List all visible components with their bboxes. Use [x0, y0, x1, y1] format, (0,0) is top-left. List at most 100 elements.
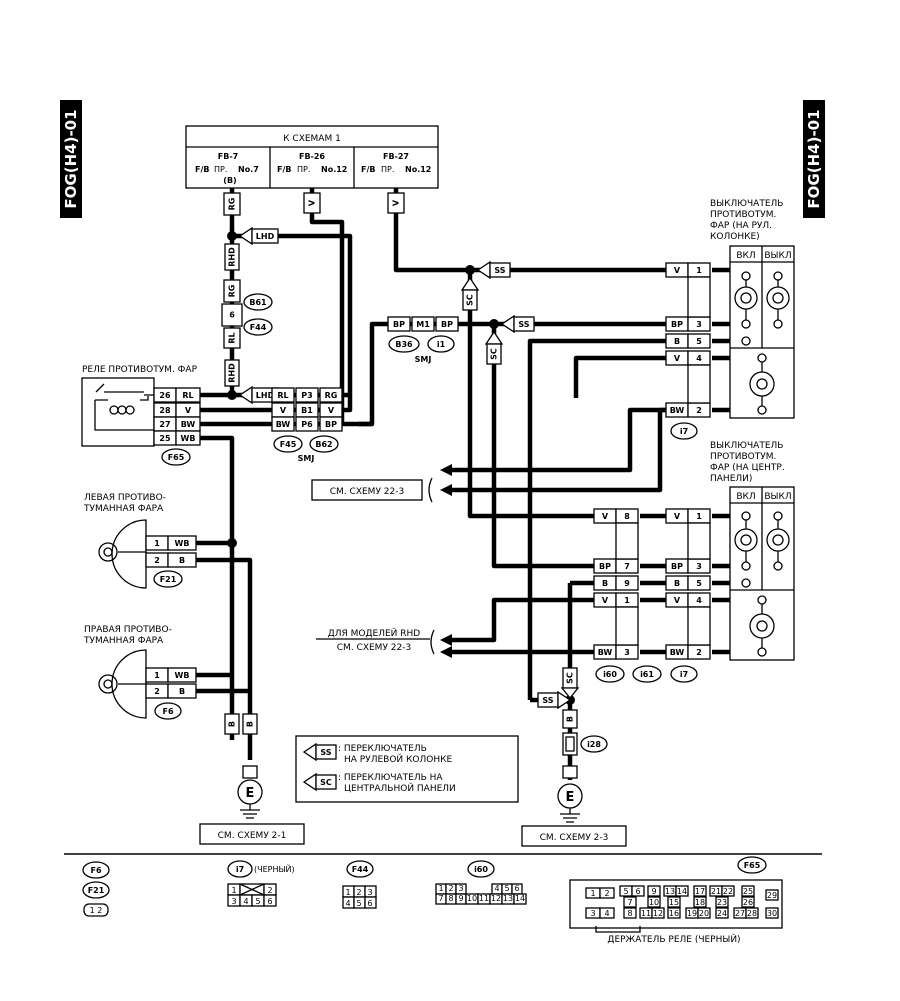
f65-pin-label: 15 — [669, 898, 679, 907]
svg-text:BW: BW — [181, 420, 196, 429]
side-label-left-text: FOG(H4)-01 — [62, 109, 80, 208]
fb27-pr: ПР. — [381, 165, 394, 174]
svg-text:i7: i7 — [680, 670, 688, 679]
svg-text:СМ. СХЕМУ 22-3: СМ. СХЕМУ 22-3 — [337, 643, 411, 653]
f65-pin-label: 29 — [767, 891, 777, 900]
f65-pin-label: 20 — [699, 909, 709, 918]
svg-text:B: B — [179, 556, 185, 565]
svg-text:9: 9 — [624, 579, 630, 588]
svg-text:ВКЛ: ВКЛ — [736, 492, 755, 502]
svg-text:F6: F6 — [90, 866, 101, 875]
switch2: ВЫКЛЮЧАТЕЛЬ ПРОТИВОТУМ. ФАР (НА ЦЕНТР. П… — [710, 441, 795, 661]
f65-pin-cell — [667, 907, 681, 919]
f65-pin-cell — [715, 896, 729, 908]
f65-pin-cell — [599, 887, 615, 899]
svg-text:RHD: RHD — [228, 363, 237, 383]
f65-pin-label: 13 — [665, 887, 675, 896]
f65-pin-label: 14 — [677, 887, 687, 896]
fb7-fb: F/B — [195, 165, 209, 174]
svg-text:(ЧЕРНЫЙ): (ЧЕРНЫЙ) — [254, 863, 295, 874]
svg-text:: ПЕРЕКЛЮЧАТЕЛЬ НА: : ПЕРЕКЛЮЧАТЕЛЬ НА — [338, 773, 443, 783]
svg-text:SS: SS — [542, 696, 553, 705]
fb27-no: No.12 — [405, 165, 431, 174]
svg-text:RG: RG — [228, 198, 237, 211]
svg-text:3: 3 — [696, 562, 702, 571]
f65-pin-label: 27 — [735, 909, 745, 918]
svg-text:26: 26 — [159, 391, 171, 400]
f65-pin-label: 3 — [590, 909, 595, 918]
svg-text:6: 6 — [229, 311, 235, 320]
svg-text:ТУМАННАЯ ФАРА: ТУМАННАЯ ФАРА — [83, 504, 164, 514]
svg-text:ПРОТИВОТУМ.: ПРОТИВОТУМ. — [710, 210, 776, 220]
svg-text:F6: F6 — [162, 707, 173, 716]
f65-pin-label: 4 — [604, 909, 609, 918]
svg-text:SC: SC — [490, 348, 499, 360]
bottom-connectors: F6 F21 1 2 i7 (ЧЕРНЫЙ) 1 2 3 4 5 6 F44 1… — [82, 856, 783, 945]
left-fog-lamp: ЛЕВАЯ ПРОТИВО- ТУМАННАЯ ФАРА 1 WB 2 B — [83, 493, 197, 589]
f65-pin-label: 22 — [723, 887, 733, 896]
svg-text:1: 1 — [345, 888, 350, 897]
svg-text:ФАР (НА РУЛ.: ФАР (НА РУЛ. — [710, 221, 772, 231]
svg-text:V: V — [392, 199, 401, 206]
i60-pin-label: 9 — [458, 894, 463, 903]
f65-pin-label: 16 — [669, 909, 679, 918]
svg-text:2: 2 — [696, 406, 702, 415]
i60-pin-label: 1 — [438, 884, 443, 893]
svg-text:6: 6 — [267, 897, 272, 906]
svg-text:LHD: LHD — [256, 391, 275, 400]
svg-text:SS: SS — [320, 748, 331, 757]
svg-text:B: B — [246, 721, 255, 727]
svg-text:BP: BP — [393, 320, 405, 329]
svg-text:3: 3 — [696, 320, 702, 329]
fb7-no: No.7 — [238, 165, 259, 174]
svg-text:1: 1 — [696, 512, 702, 521]
svg-text:P3: P3 — [301, 391, 312, 400]
svg-text:F44: F44 — [250, 323, 267, 332]
svg-text:BP: BP — [671, 562, 683, 571]
i60-pin-label: 11 — [479, 894, 489, 903]
f65-pin-cell — [741, 896, 755, 908]
svg-text:КОЛОНКЕ): КОЛОНКЕ) — [710, 232, 760, 242]
svg-text:1: 1 — [624, 596, 630, 605]
svg-text:LHD: LHD — [256, 232, 275, 241]
f65-pin-cell — [647, 896, 661, 908]
svg-text:НА РУЛЕВОЙ КОЛОНКЕ: НА РУЛЕВОЙ КОЛОНКЕ — [344, 753, 452, 765]
i60-pin-label: 8 — [448, 894, 453, 903]
i60-pin-label: 14 — [515, 894, 525, 903]
f65-pin-label: 11 — [641, 909, 651, 918]
ground-right: E СМ. СХЕМУ 2-3 — [521, 732, 627, 847]
fb27-fb: F/B — [361, 165, 375, 174]
svg-text:RHD: RHD — [228, 247, 237, 267]
ground-left: E СМ. СХЕМУ 2-1 — [199, 765, 305, 845]
fb7-extra: (B) — [223, 176, 236, 185]
svg-text:СМ. СХЕМУ 2-3: СМ. СХЕМУ 2-3 — [540, 833, 609, 843]
f65-pin-label: 19 — [687, 909, 697, 918]
connector-labels: B61 F44 B36 i1 SMJ F45 B62 SMJ F65 F21 F… — [153, 293, 698, 753]
svg-text:BP: BP — [325, 420, 337, 429]
svg-text:P6: P6 — [301, 420, 313, 429]
relay-title: РЕЛЕ ПРОТИВОТУМ. ФАР — [82, 365, 198, 375]
svg-text:7: 7 — [624, 562, 630, 571]
svg-text:i7: i7 — [236, 865, 244, 874]
svg-text:8: 8 — [624, 512, 630, 521]
svg-text:25: 25 — [159, 434, 171, 443]
svg-text:B62: B62 — [315, 440, 332, 449]
svg-text:1 2: 1 2 — [90, 906, 103, 915]
i60-pin-label: 5 — [504, 884, 509, 893]
fb7-code: FB-7 — [218, 152, 238, 161]
svg-text:2: 2 — [696, 648, 702, 657]
svg-text:F45: F45 — [280, 440, 297, 449]
i60-pin-cell — [513, 893, 527, 905]
f65-pin-label: 12 — [653, 909, 663, 918]
f65-pin-cell — [623, 907, 637, 919]
svg-text:M1: M1 — [416, 320, 430, 329]
svg-text:V: V — [602, 512, 609, 521]
fb26-code: FB-26 — [299, 152, 325, 161]
svg-text:WB: WB — [175, 539, 190, 548]
svg-text:СМ. СХЕМУ 2-1: СМ. СХЕМУ 2-1 — [218, 831, 287, 841]
svg-text:ПРОТИВОТУМ.: ПРОТИВОТУМ. — [710, 452, 776, 462]
switch2-connector: V 1 BP 3 B 5 V 4 BW 2 — [665, 508, 711, 660]
svg-text:V: V — [185, 406, 192, 415]
